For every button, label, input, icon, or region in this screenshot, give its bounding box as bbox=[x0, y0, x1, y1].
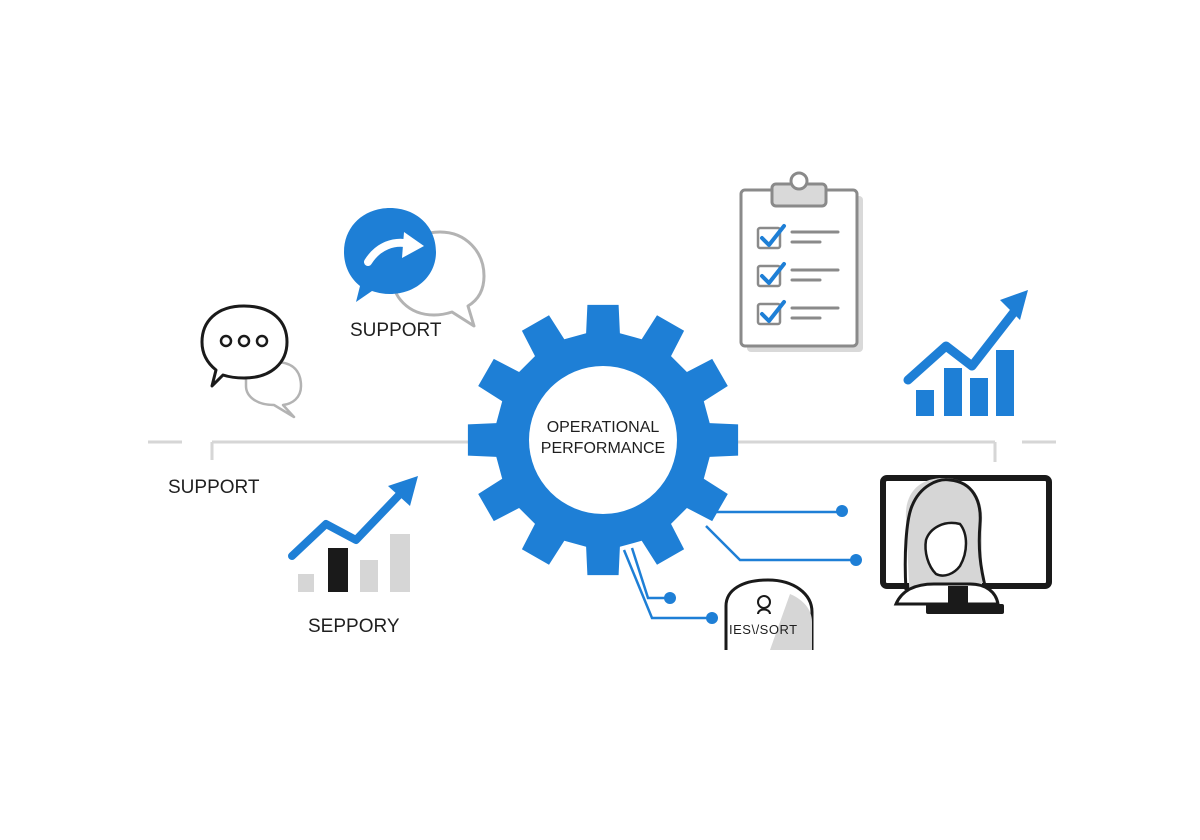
growth-chart-icon bbox=[903, 290, 1028, 416]
gear-connectors bbox=[622, 510, 856, 620]
gear-shape bbox=[467, 304, 739, 576]
gear-label-line1: OPERATIONAL bbox=[546, 419, 660, 436]
baseline-connectors bbox=[148, 440, 1056, 462]
support-label-top: SUPPORT bbox=[350, 320, 442, 341]
support-label-left: SUPPORT bbox=[168, 477, 260, 498]
gear-icon bbox=[467, 304, 739, 576]
chat-dots-icon bbox=[200, 304, 303, 419]
chat-arrow-icon bbox=[344, 208, 486, 328]
gear-center-label: OPERATIONAL PERFORMANCE bbox=[513, 417, 693, 459]
person-node-icon bbox=[724, 578, 814, 650]
person-node-label: IES\/SORT bbox=[729, 622, 798, 637]
seppory-label: SEPPORY bbox=[308, 616, 400, 637]
monitor-person-icon bbox=[880, 475, 1052, 614]
growth-chart-small-icon bbox=[288, 476, 418, 592]
clipboard-checklist-icon bbox=[739, 171, 863, 352]
gear-label-line2: PERFORMANCE bbox=[540, 440, 666, 457]
connector-endpoints bbox=[664, 505, 862, 624]
